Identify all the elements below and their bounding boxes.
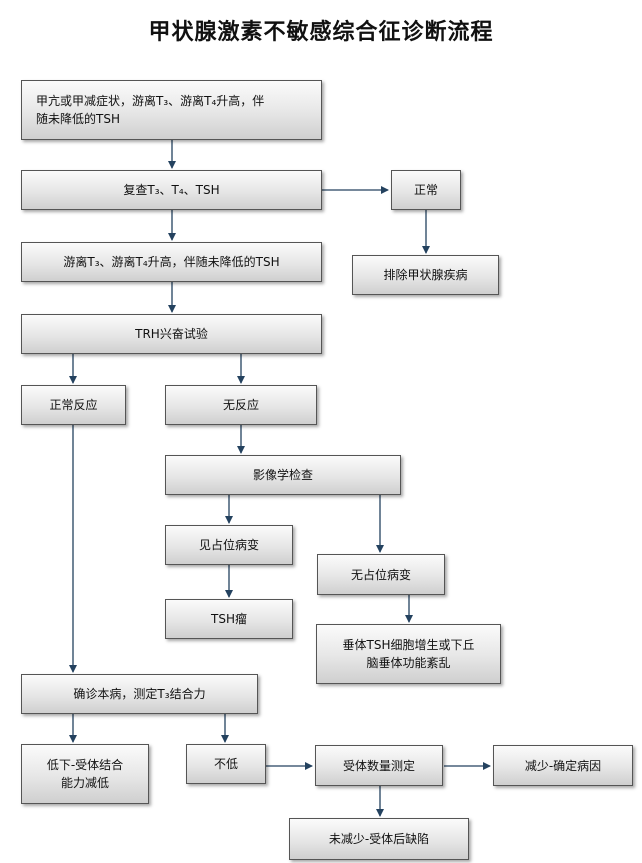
node-not-decreased: 未减少-受体后缺陷 <box>289 818 469 860</box>
node-decreased: 减少-确定病因 <box>493 745 633 786</box>
node-imaging: 影像学检查 <box>165 455 401 495</box>
node-no-response: 无反应 <box>165 385 317 425</box>
node-no-lesion: 无占位病变 <box>317 554 445 595</box>
node-lesion-seen: 见占位病变 <box>165 525 293 565</box>
node-exclude-thyroid: 排除甲状腺疾病 <box>352 255 499 295</box>
node-receptor-count: 受体数量测定 <box>315 745 443 786</box>
node-tsh-tumor: TSH瘤 <box>165 599 293 639</box>
node-normal-response: 正常反应 <box>21 385 126 425</box>
node-pituitary: 垂体TSH细胞增生或下丘 脑垂体功能紊乱 <box>316 624 501 684</box>
node-recheck: 复查T₃、T₄、TSH <box>21 170 322 210</box>
node-reduced-binding: 低下-受体结合 能力减低 <box>21 744 149 804</box>
node-symptoms: 甲亢或甲减症状，游离T₃、游离T₄升高，伴 随未降低的TSH <box>21 80 322 140</box>
node-normal: 正常 <box>391 170 461 210</box>
node-trh-test: TRH兴奋试验 <box>21 314 322 354</box>
node-diagnose: 确诊本病，测定T₃结合力 <box>21 674 258 714</box>
diagram-title: 甲状腺激素不敏感综合征诊断流程 <box>148 20 494 45</box>
node-elevated: 游离T₃、游离T₄升高，伴随未降低的TSH <box>21 242 322 282</box>
node-not-low: 不低 <box>186 744 266 784</box>
